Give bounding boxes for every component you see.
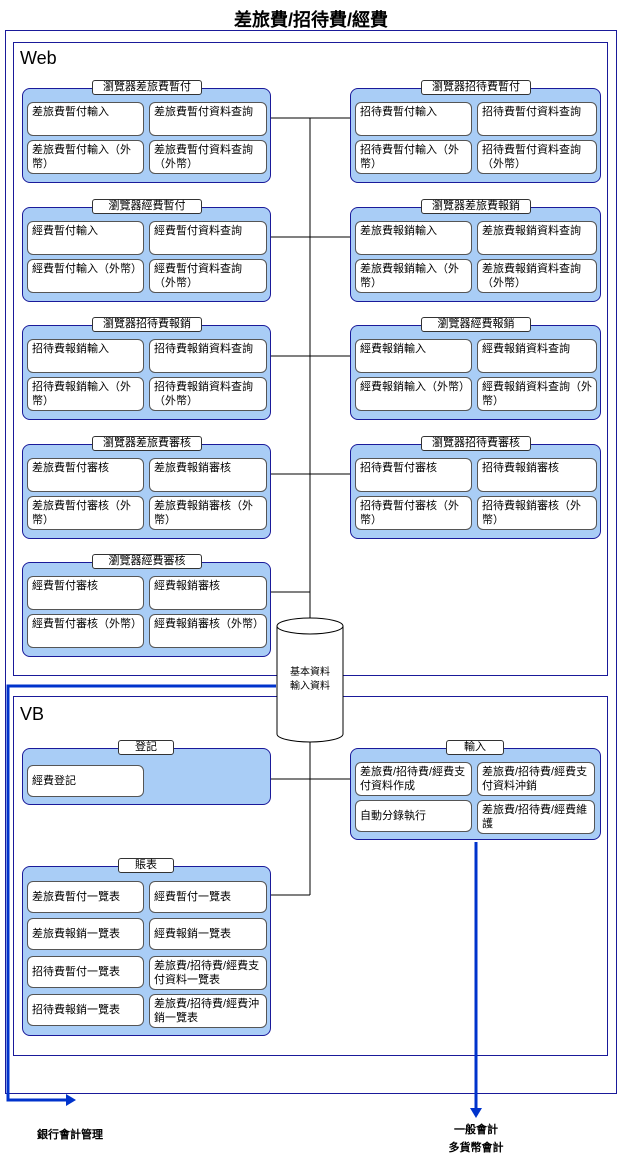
outer-frame [5,30,617,1094]
register-title: 登記 [118,740,174,755]
browser-group-title: 瀏覽器招待費審核 [421,436,531,451]
browser-item[interactable]: 招待費暫付資料查詢 [477,102,597,136]
register-group: 經費登記 [22,748,271,805]
browser-item[interactable]: 招待費報銷輸入（外幣） [27,377,144,411]
browser-group: 差旅費報銷輸入差旅費報銷資料查詢差旅費報銷輸入（外幣）差旅費報銷資料查詢（外幣） [350,207,601,302]
browser-item[interactable]: 經費暫付審核 [27,576,144,610]
browser-item[interactable]: 差旅費報銷資料查詢 [477,221,597,255]
database-label: 基本資料 輸入資料 [277,666,343,694]
browser-item[interactable]: 經費報銷資料查詢（外幣） [477,377,597,411]
input-item[interactable]: 差旅費/招待費/經費維護 [477,800,595,834]
input-title: 輸入 [446,740,504,755]
browser-item[interactable]: 經費報銷輸入 [355,339,472,373]
browser-group: 經費暫付審核經費報銷審核經費暫付審核（外幣）經費報銷審核（外幣） [22,562,271,657]
browser-item[interactable]: 招待費暫付輸入 [355,102,472,136]
browser-item[interactable]: 招待費報銷輸入 [27,339,144,373]
browser-item[interactable]: 差旅費暫付輸入（外幣） [27,140,144,174]
browser-group-title: 瀏覽器差旅費報銷 [421,199,531,214]
diagram-title: 差旅費/招待費/經費 [233,10,388,30]
multi-currency-accounting-label: 多貨幣會計 [448,1142,504,1154]
browser-group-title: 瀏覽器差旅費暫付 [92,80,202,95]
browser-item[interactable]: 經費報銷審核（外幣） [149,614,267,648]
browser-group: 經費暫付輸入經費暫付資料查詢經費暫付輸入（外幣）經費暫付資料查詢（外幣） [22,207,271,302]
browser-group: 差旅費暫付輸入差旅費暫付資料查詢差旅費暫付輸入（外幣）差旅費暫付資料查詢（外幣） [22,88,271,183]
reports-group: 差旅費暫付一覽表 經費暫付一覽表 差旅費報銷一覽表 經費報銷一覽表 招待費暫付一… [22,866,271,1036]
browser-item[interactable]: 經費暫付輸入 [27,221,144,255]
browser-item[interactable]: 招待費暫付審核（外幣） [355,496,472,530]
browser-item[interactable]: 差旅費暫付資料查詢（外幣） [149,140,267,174]
browser-group-title: 瀏覽器招待費暫付 [421,80,531,95]
browser-item[interactable]: 經費報銷輸入（外幣） [355,377,472,411]
browser-item[interactable]: 差旅費報銷輸入 [355,221,472,255]
report-item[interactable]: 經費暫付一覽表 [149,881,267,913]
input-group: 差旅費/招待費/經費支付資料作成 差旅費/招待費/經費支付資料沖銷 自動分錄執行… [350,748,601,840]
report-item[interactable]: 差旅費/招待費/經費沖銷一覽表 [149,994,267,1028]
browser-item[interactable]: 經費暫付資料查詢 [149,221,267,255]
browser-item[interactable]: 差旅費暫付審核 [27,458,144,492]
browser-item[interactable]: 經費暫付資料查詢（外幣） [149,259,267,293]
browser-group: 招待費暫付輸入招待費暫付資料查詢招待費暫付輸入（外幣）招待費暫付資料查詢（外幣） [350,88,601,183]
browser-group: 招待費暫付審核招待費報銷審核招待費暫付審核（外幣）招待費報銷審核（外幣） [350,444,601,539]
browser-item[interactable]: 招待費報銷審核 [477,458,597,492]
browser-item[interactable]: 差旅費暫付輸入 [27,102,144,136]
browser-item[interactable]: 差旅費報銷審核 [149,458,267,492]
vb-label: VB [20,704,45,724]
browser-group-title: 瀏覽器經費審核 [92,554,202,569]
report-item[interactable]: 經費報銷一覽表 [149,918,267,950]
web-label: Web [20,48,57,68]
browser-item[interactable]: 招待費暫付輸入（外幣） [355,140,472,174]
browser-item[interactable]: 招待費報銷資料查詢 [149,339,267,373]
database-line2: 輸入資料 [290,681,330,692]
browser-item[interactable]: 招待費暫付資料查詢（外幣） [477,140,597,174]
browser-group-title: 瀏覽器經費暫付 [92,199,202,214]
browser-item[interactable]: 招待費暫付審核 [355,458,472,492]
report-item[interactable]: 差旅費暫付一覽表 [27,881,144,913]
browser-item[interactable]: 差旅費報銷輸入（外幣） [355,259,472,293]
browser-item[interactable]: 招待費報銷審核（外幣） [477,496,597,530]
browser-item[interactable]: 經費暫付輸入（外幣） [27,259,144,293]
input-item[interactable]: 自動分錄執行 [355,800,472,832]
browser-item[interactable]: 差旅費報銷資料查詢（外幣） [477,259,597,293]
general-accounting-label: 一般會計 [454,1124,498,1136]
browser-group-title: 瀏覽器招待費報銷 [92,317,202,332]
reports-title: 賬表 [118,858,174,873]
browser-item[interactable]: 差旅費暫付資料查詢 [149,102,267,136]
browser-group: 經費報銷輸入經費報銷資料查詢經費報銷輸入（外幣）經費報銷資料查詢（外幣） [350,325,601,420]
browser-group-title: 瀏覽器差旅費審核 [92,436,202,451]
browser-item[interactable]: 差旅費報銷審核（外幣） [149,496,267,530]
browser-group: 差旅費暫付審核差旅費報銷審核差旅費暫付審核（外幣）差旅費報銷審核（外幣） [22,444,271,539]
report-item[interactable]: 差旅費/招待費/經費支付資料一覽表 [149,956,267,990]
browser-group-title: 瀏覽器經費報銷 [421,317,531,332]
browser-item[interactable]: 經費報銷資料查詢 [477,339,597,373]
input-item[interactable]: 差旅費/招待費/經費支付資料沖銷 [477,762,595,796]
browser-item[interactable]: 差旅費暫付審核（外幣） [27,496,144,530]
browser-item[interactable]: 經費報銷審核 [149,576,267,610]
input-item[interactable]: 差旅費/招待費/經費支付資料作成 [355,762,472,796]
report-item[interactable]: 招待費暫付一覽表 [27,956,144,988]
database-line1: 基本資料 [290,667,330,678]
report-item[interactable]: 差旅費報銷一覽表 [27,918,144,950]
report-item[interactable]: 招待費報銷一覽表 [27,994,144,1026]
register-item[interactable]: 經費登記 [27,765,144,797]
browser-item[interactable]: 招待費報銷資料查詢（外幣） [149,377,267,411]
bank-accounting-label: 銀行會計管理 [37,1129,103,1141]
browser-item[interactable]: 經費暫付審核（外幣） [27,614,144,648]
database-icon [276,617,344,743]
browser-group: 招待費報銷輸入招待費報銷資料查詢招待費報銷輸入（外幣）招待費報銷資料查詢（外幣） [22,325,271,420]
